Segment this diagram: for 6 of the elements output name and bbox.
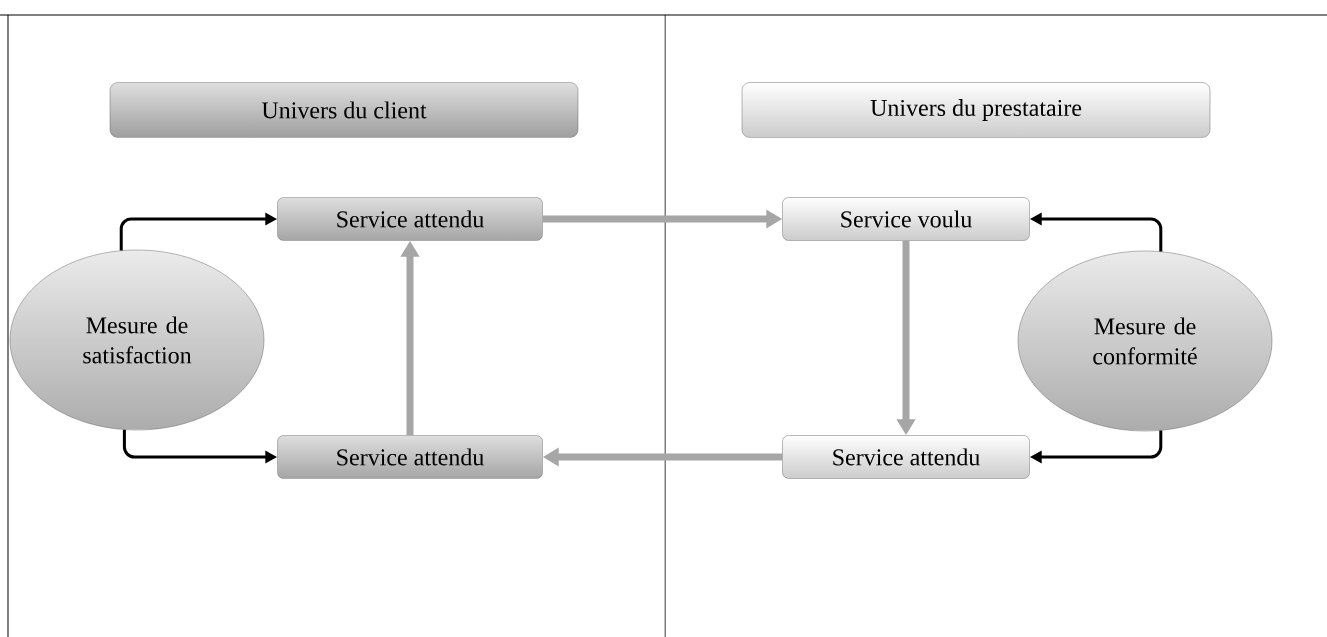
- process-box: Service attendu: [277, 435, 543, 479]
- process-box: Service voulu: [782, 197, 1030, 241]
- header-box: Univers du client: [109, 82, 579, 138]
- process-box: Service attendu: [782, 435, 1030, 479]
- process-box: Service attendu: [277, 197, 543, 241]
- header-box: Univers du prestataire: [741, 82, 1211, 138]
